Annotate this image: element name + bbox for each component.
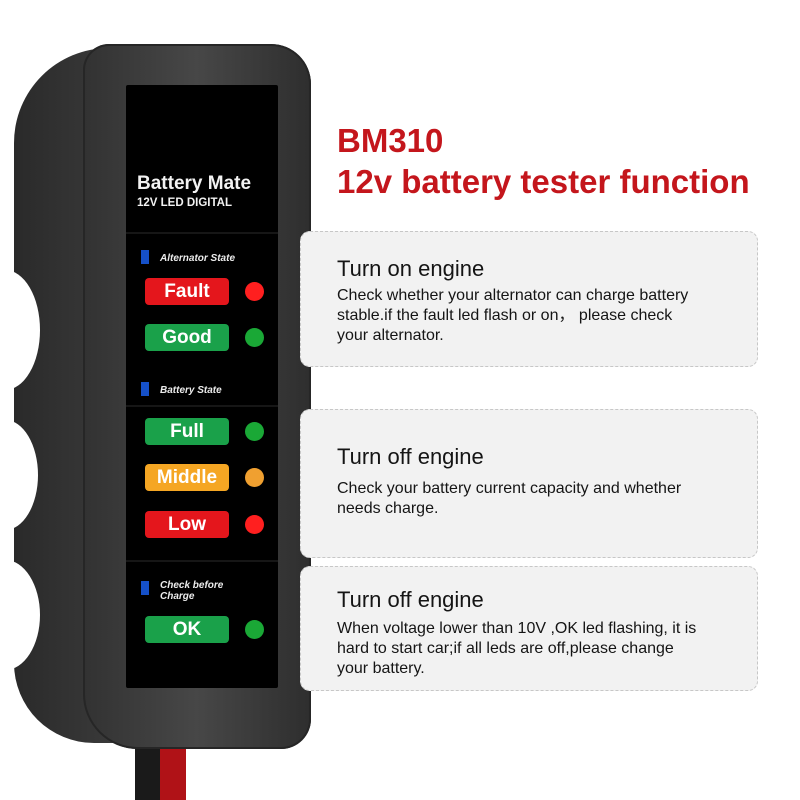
- battery-state-label: Battery State: [160, 385, 222, 396]
- display-divider: [126, 560, 278, 562]
- panel-line: your battery.: [337, 660, 425, 677]
- panel-line: Check your battery current capacity and …: [337, 480, 682, 497]
- low-led: [245, 515, 264, 534]
- panel-title: Turn off engine: [337, 587, 484, 612]
- product-function-heading: 12v battery tester function: [337, 163, 750, 200]
- section-marker-icon: [141, 581, 149, 595]
- device-brand: Battery Mate: [137, 173, 252, 194]
- info-panel-charge-check: Turn off engine When voltage lower than …: [300, 566, 758, 691]
- good-led: [245, 328, 264, 347]
- full-led: [245, 422, 264, 441]
- check-before-charge-label: Check before Charge: [160, 580, 223, 602]
- display-divider: [126, 232, 278, 234]
- section-marker-icon: [141, 382, 149, 396]
- panel-description: Check whether your alternator can charge…: [337, 286, 752, 346]
- panel-line: Check whether your alternator can charge…: [337, 287, 689, 304]
- check-label-line2: Charge: [160, 591, 195, 602]
- panel-description: When voltage lower than 10V ,OK led flas…: [337, 619, 752, 679]
- panel-line: your alternator.: [337, 327, 444, 344]
- device-model: 12V LED DIGITAL: [137, 197, 232, 209]
- panel-line: When voltage lower than 10V ,OK led flas…: [337, 620, 697, 637]
- check-label-line1: Check before: [160, 580, 224, 591]
- section-marker-icon: [141, 250, 149, 264]
- device-display: [126, 85, 278, 688]
- panel-title: Turn on engine: [337, 256, 485, 281]
- middle-indicator: Middle: [145, 464, 229, 491]
- middle-led: [245, 468, 264, 487]
- panel-line: stable.if the fault led flash or on， ple…: [337, 307, 673, 324]
- panel-description: Check your battery current capacity and …: [337, 479, 752, 519]
- ok-led: [245, 620, 264, 639]
- panel-line: needs charge.: [337, 500, 439, 517]
- info-panel-battery: Turn off engine Check your battery curre…: [300, 409, 758, 558]
- panel-title: Turn off engine: [337, 444, 484, 469]
- fault-indicator: Fault: [145, 278, 229, 305]
- full-indicator: Full: [145, 418, 229, 445]
- alternator-state-label: Alternator State: [160, 253, 236, 264]
- product-model-heading: BM310: [337, 122, 444, 159]
- low-indicator: Low: [145, 511, 229, 538]
- display-divider: [126, 405, 278, 407]
- fault-led: [245, 282, 264, 301]
- panel-line: hard to start car;if all leds are off,pl…: [337, 640, 674, 657]
- ok-indicator: OK: [145, 616, 229, 643]
- info-panel-alternator: Turn on engine Check whether your altern…: [300, 231, 758, 367]
- good-indicator: Good: [145, 324, 229, 351]
